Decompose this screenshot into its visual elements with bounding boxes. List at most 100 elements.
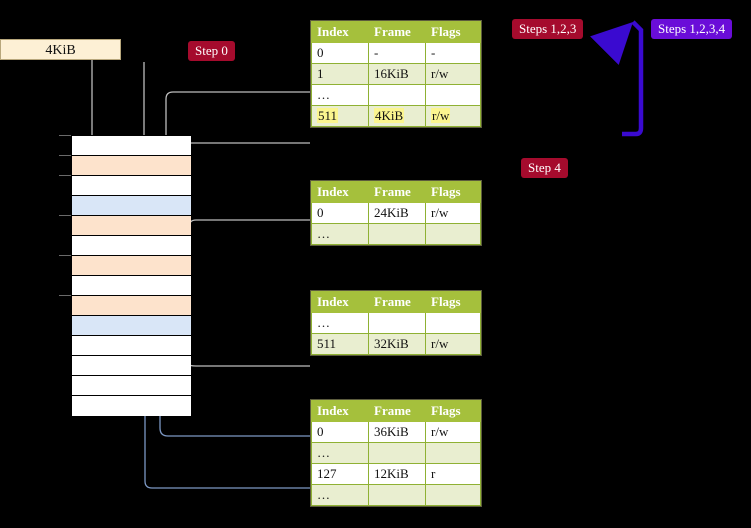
table-row: … bbox=[311, 484, 481, 506]
badge-steps-1-2-3-4: Steps 1,2,3,4 bbox=[651, 19, 733, 39]
table-header-flags: Flags bbox=[425, 291, 481, 313]
memory-frame-row bbox=[72, 336, 191, 356]
table-cell: - bbox=[425, 42, 481, 64]
table-cell bbox=[368, 223, 426, 245]
physical-memory-column bbox=[71, 135, 191, 416]
table-cell: … bbox=[311, 442, 369, 464]
highlighted-value: 4KiB bbox=[374, 108, 405, 123]
memory-tick bbox=[59, 295, 71, 296]
table-cell: - bbox=[368, 42, 426, 64]
table-cell: 24KiB bbox=[368, 202, 426, 224]
memory-frame-row bbox=[72, 236, 191, 256]
table-header-index: Index bbox=[311, 181, 369, 203]
memory-frame-row bbox=[72, 376, 191, 396]
table-header-index: Index bbox=[311, 21, 369, 43]
table-cell: 12KiB bbox=[368, 463, 426, 485]
memory-tick bbox=[59, 175, 71, 176]
table-header-frame: Frame bbox=[368, 21, 426, 43]
table-cell: 0 bbox=[311, 202, 369, 224]
table-header-index: Index bbox=[311, 291, 369, 313]
table-header-flags: Flags bbox=[425, 400, 481, 422]
table-row: … bbox=[311, 312, 481, 334]
table-cell: r/w bbox=[425, 63, 481, 85]
table-header-index: Index bbox=[311, 400, 369, 422]
table-header-frame: Frame bbox=[368, 181, 426, 203]
table-header-frame: Frame bbox=[368, 400, 426, 422]
highlighted-value: 511 bbox=[317, 108, 339, 123]
table-cell: 32KiB bbox=[368, 333, 426, 355]
table-cell bbox=[368, 312, 426, 334]
table-row: 0-- bbox=[311, 42, 481, 64]
memory-frame-row bbox=[72, 276, 191, 296]
page-size-label: 4KiB bbox=[0, 39, 121, 60]
memory-tick bbox=[59, 135, 71, 136]
table-cell: 0 bbox=[311, 421, 369, 443]
wire-violet-loop bbox=[590, 20, 644, 137]
memory-frame-row bbox=[72, 196, 191, 216]
table-header-flags: Flags bbox=[425, 21, 481, 43]
table-cell: r/w bbox=[425, 105, 481, 127]
table-cell: … bbox=[311, 84, 369, 106]
table-cell bbox=[425, 223, 481, 245]
table-cell: 16KiB bbox=[368, 63, 426, 85]
table-cell bbox=[425, 442, 481, 464]
table-cell bbox=[425, 84, 481, 106]
memory-tick bbox=[59, 155, 71, 156]
badge-step-0: Step 0 bbox=[188, 41, 235, 61]
memory-frame-row bbox=[72, 396, 191, 416]
table-cell bbox=[368, 84, 426, 106]
wire-pt2-row0-to-memory bbox=[179, 219, 310, 268]
badge-steps-1-2-3: Steps 1,2,3 bbox=[512, 19, 584, 39]
table-cell: r/w bbox=[425, 333, 481, 355]
table-row: 511 4KiB r/w bbox=[311, 105, 481, 127]
table-cell: 127 bbox=[311, 463, 369, 485]
memory-frame-row bbox=[72, 136, 191, 156]
table-cell: … bbox=[311, 312, 369, 334]
table-cell: 511 bbox=[311, 105, 369, 127]
table-row: … bbox=[311, 84, 481, 106]
table-cell bbox=[425, 484, 481, 506]
table-cell: r bbox=[425, 463, 481, 485]
memory-tick bbox=[59, 215, 71, 216]
table-cell bbox=[425, 312, 481, 334]
highlighted-value: r/w bbox=[431, 108, 451, 123]
memory-frame-row bbox=[72, 316, 191, 336]
table-cell: … bbox=[311, 223, 369, 245]
table-cell bbox=[368, 442, 426, 464]
wire-pt3-row511-to-memory bbox=[173, 314, 310, 367]
memory-tick bbox=[59, 255, 71, 256]
table-header-frame: Frame bbox=[368, 291, 426, 313]
table-cell: … bbox=[311, 484, 369, 506]
memory-frame-row bbox=[72, 356, 191, 376]
table-cell: 4KiB bbox=[368, 105, 426, 127]
memory-frame-row bbox=[72, 176, 191, 196]
memory-frame-row bbox=[72, 256, 191, 276]
table-cell: 1 bbox=[311, 63, 369, 85]
table-cell: 36KiB bbox=[368, 421, 426, 443]
table-cell: r/w bbox=[425, 421, 481, 443]
badge-step-4: Step 4 bbox=[521, 158, 568, 178]
table-cell: r/w bbox=[425, 202, 481, 224]
table-cell: 0 bbox=[311, 42, 369, 64]
memory-frame-row bbox=[72, 156, 191, 176]
table-header-flags: Flags bbox=[425, 181, 481, 203]
table-row: … bbox=[311, 442, 481, 464]
table-cell bbox=[368, 484, 426, 506]
